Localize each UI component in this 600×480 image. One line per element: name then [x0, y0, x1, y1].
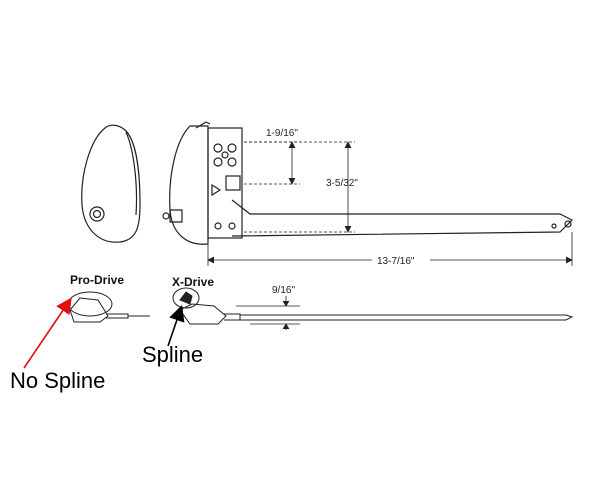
label-spline: Spline: [142, 342, 203, 367]
no-spline-arrow: [23, 297, 72, 369]
dim-label-arm-length: 13-7/16": [377, 256, 415, 267]
operator-arm: [231, 199, 574, 237]
dim-top-small: [244, 141, 300, 185]
dim-label-top-small: 1-9/16": [266, 128, 298, 139]
operator-cover: [81, 124, 141, 243]
dim-label-offset-small: 9/16": [272, 285, 295, 296]
operator-body: [162, 121, 243, 245]
x-drive-operator: [172, 287, 574, 325]
label-x-drive: X-Drive: [172, 275, 214, 289]
label-no-spline: No Spline: [10, 368, 105, 393]
dim-height: [244, 141, 355, 233]
pro-drive-operator: [67, 291, 150, 323]
dim-label-height: 3-5/32": [326, 178, 358, 189]
label-pro-drive: Pro-Drive: [70, 273, 124, 287]
dim-offset-small: [236, 296, 300, 330]
dim-arm-bg: [372, 253, 430, 267]
spline-arrow: [167, 304, 185, 347]
